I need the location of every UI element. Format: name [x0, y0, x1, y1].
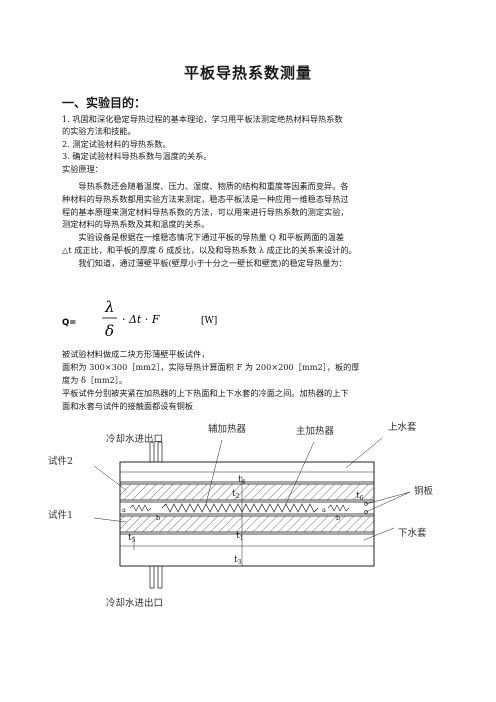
aux-heater-coil-left: [129, 504, 152, 512]
label-cooling-inlet-bottom: 冷却水进出口: [106, 597, 163, 609]
aux-heater-coil-right: [327, 504, 350, 512]
text-line: 被试验材料做成二块方形薄壁平板试件，: [62, 349, 210, 359]
label-b-mid: b: [336, 514, 340, 522]
heat-flow-formula: Q= λ δ · Δt · F [W]: [62, 298, 217, 340]
label-a-left: a: [122, 506, 126, 514]
leader-lines: [93, 437, 411, 541]
label-specimen-2: 试件2: [48, 455, 73, 467]
page-title: 平板导热系数测量: [183, 64, 312, 82]
text-line: 种材料的导热系数都用实验方法来测定，稳态平板法是一种应用一维稳态导热过: [62, 194, 349, 204]
text-line: △t 成正比，和平板的厚度 δ 成反比，以及和导热系数 λ 成正比的关系来设计的…: [62, 245, 357, 255]
heater-band: [119, 501, 375, 515]
specimen-1: [119, 515, 375, 533]
main-heater-coil: [161, 503, 319, 513]
text-line: 面积为 300×300［mm2］，实际导热计算面积 F 为 200×200［mm…: [62, 362, 360, 372]
formula-unit: [W]: [201, 316, 217, 326]
label-upper-jacket: 上水套: [388, 421, 417, 433]
label-cooling-inlet-top: 冷却水进出口: [106, 433, 163, 445]
formula-rhs: · Δt · F: [122, 313, 160, 326]
top-pipes: [149, 441, 163, 463]
formula-denominator: δ: [105, 322, 114, 340]
label-t5: t5: [128, 533, 136, 544]
text-line: 实验原理：: [62, 164, 103, 174]
specimen-2: [119, 483, 375, 501]
text-line: 面和水套与试件的接触面都设有铜板: [62, 401, 194, 411]
text-line: 的实验方法和技能。: [62, 126, 136, 136]
text-line: 度为 δ［mm2］。: [62, 375, 128, 385]
label-lower-jacket: 下水套: [398, 527, 427, 539]
label-t6: t6: [356, 491, 364, 502]
label-main-heater: 主加热器: [296, 425, 335, 437]
label-t2: t2: [232, 489, 240, 500]
label-t4: t4: [238, 475, 246, 486]
text-line: 3. 确定试验材料导热系数与温度的关系。: [62, 151, 212, 161]
text-line: 我们知道，通过薄壁平板(壁厚小于十分之一壁长和壁宽)的稳定导热量为：: [62, 258, 347, 268]
text-line: 平板试件分别被夹紧在加热器的上下热面和上下水套的冷面之间。加热器的上下: [62, 388, 349, 398]
label-t1: t1: [236, 531, 243, 542]
section-heading-objectives: 一、实验目的：: [62, 96, 147, 110]
label-specimen-1: 试件1: [48, 509, 73, 521]
label-b-left: b: [156, 514, 160, 522]
text-line: 测定材料的导热系数及其和温度的关系。: [62, 219, 210, 229]
text-line: 实验设备是根据在一维稳态情况下通过平板的导热量 Q 和平板两面的温差: [62, 232, 345, 242]
lower-water-jacket: [119, 533, 375, 567]
label-t3: t3: [234, 555, 242, 566]
apparatus-diagram: 冷却水进出口 辅加热器 主加热器 上水套 试件2 试件1 铜板 下水套 冷却水进…: [48, 421, 434, 609]
label-aux-heater: 辅加热器: [208, 423, 247, 435]
text-line: 导热系数还会随着温度、压力、湿度、物质的结构和重度等因素而变异。各: [62, 181, 349, 191]
formula-lhs: Q=: [62, 318, 76, 328]
text-line: 2. 测定试验材料的导热系数。: [62, 139, 171, 149]
text-line: 程的基本原理来测定材料导热系数的方法，可以用来进行导热系数的测定实验，: [62, 207, 349, 217]
formula-numerator: λ: [104, 298, 115, 316]
label-a-right: a: [322, 506, 326, 514]
bottom-pipes: [149, 565, 163, 589]
text-line: 1. 巩固和深化稳定导热过程的基本理论，学习用平板法测定绝热材料导热系数: [62, 114, 343, 124]
label-copper-plate: 铜板: [414, 485, 434, 497]
